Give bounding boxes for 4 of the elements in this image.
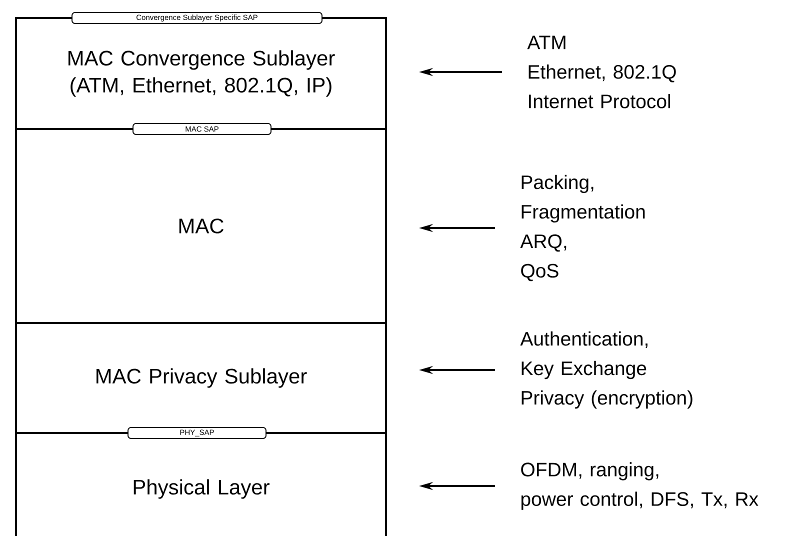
feature-list: OFDM, ranging, power control, DFS, Tx, Rx	[521, 462, 758, 510]
feature-list: ATM Ethernet, 802.1Q Internet Protocol	[527, 36, 676, 108]
feature-list: Authentication, Key Exchange Privacy (encryption)	[520, 331, 692, 409]
feature-list: Packing, Fragmentation ARQ, QoS	[520, 174, 645, 282]
